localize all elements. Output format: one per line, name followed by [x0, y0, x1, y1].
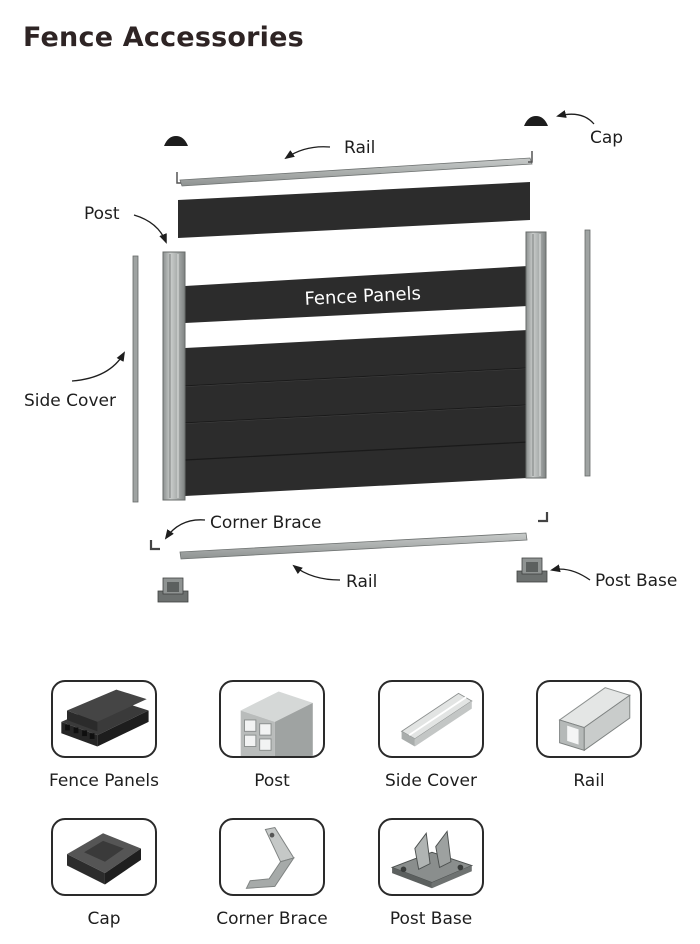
arrow-corner-brace: [164, 519, 206, 540]
exploded-fence-diagram: Fence Panels: [24, 110, 677, 603]
side-cover-right: [584, 229, 591, 477]
post-right: [525, 231, 547, 479]
label-post-base: Post Base: [595, 571, 677, 591]
side-cover-icon: [400, 692, 473, 747]
post-base-right: [516, 557, 548, 583]
post-base-left: [157, 577, 189, 603]
arrow-cap: [556, 110, 595, 125]
corner-brace-icon: [245, 827, 295, 889]
label-cap: Cap: [590, 128, 623, 148]
fence-panels-caption: Fence Panels: [48, 771, 159, 791]
cap-icon: [67, 833, 141, 885]
cap-right: [524, 116, 548, 126]
corner-brace-right: [538, 512, 549, 523]
post-base-thumbnail: [378, 818, 484, 896]
arrow-rail-top: [284, 146, 331, 160]
corner-brace-thumbnail: [219, 818, 325, 896]
side-cover-left: [132, 255, 139, 503]
side-cover-caption: Side Cover: [385, 771, 477, 791]
post-caption: Post: [254, 771, 290, 791]
cap-thumbnail: [51, 818, 157, 896]
arrow-side-cover: [71, 351, 125, 382]
post-left: [162, 251, 186, 501]
side-cover-thumbnail: [378, 680, 484, 758]
post-base-caption: Post Base: [389, 909, 473, 929]
corner-brace-left: [149, 540, 160, 551]
corner-brace-caption: Corner Brace: [216, 909, 328, 929]
cap-left: [164, 136, 188, 146]
label-rail-top: Rail: [344, 138, 375, 158]
rail-caption: Rail: [573, 771, 605, 791]
arrow-post-base: [550, 564, 591, 581]
post-base-icon: [390, 830, 474, 889]
label-corner-brace: Corner Brace: [210, 513, 321, 533]
label-side-cover: Side Cover: [24, 391, 116, 411]
fence-panels-icon: [61, 689, 149, 747]
fence-panels-thumbnail: [51, 680, 157, 758]
page-title: Fence Accessories: [23, 22, 304, 53]
rail-bottom: [179, 532, 528, 560]
fence-panel-stack: [184, 330, 529, 496]
fence-panel-middle: [185, 266, 528, 323]
rail-icon: [558, 687, 631, 752]
cap-caption: Cap: [87, 909, 121, 929]
arrow-rail-bottom: [292, 564, 341, 581]
label-rail-bottom: Rail: [346, 572, 377, 592]
rail-top: [176, 151, 533, 187]
arrow-post: [133, 214, 167, 244]
fence-panel-top: [178, 182, 530, 238]
post-thumbnail: [219, 680, 325, 758]
label-post: Post: [84, 204, 120, 224]
post-icon: [240, 691, 313, 756]
rail-thumbnail: [536, 680, 642, 758]
